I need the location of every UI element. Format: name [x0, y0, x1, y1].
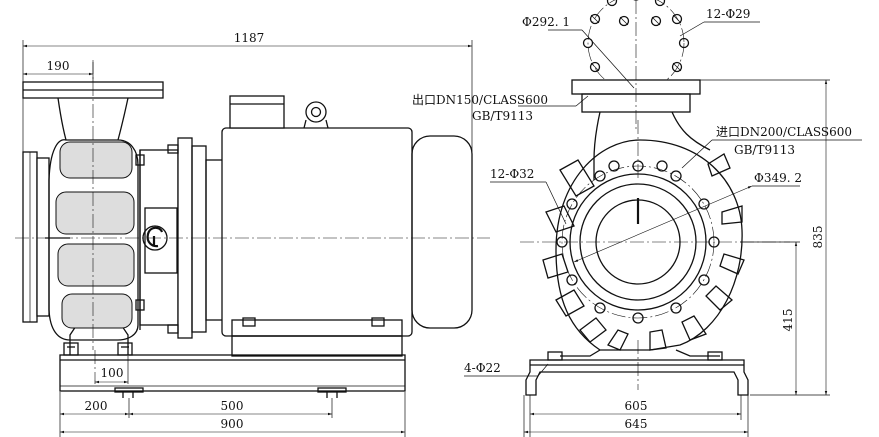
motor-side — [205, 95, 473, 357]
bearing-bracket — [135, 137, 207, 339]
base-front — [525, 340, 749, 396]
inlet-bolt-circle-label: Φ349. 2 — [754, 171, 802, 185]
outlet-spec-line1: 出口DN150/CLASS600 — [412, 93, 548, 107]
front-view: Φ292. 1 12-Φ29 出口DN150/CLASS600 GB/T9113… — [412, 0, 862, 437]
dim-foot-offset: 100 — [101, 366, 124, 380]
dim-base-width: 645 — [625, 417, 648, 431]
inlet-holes-label: 12-Φ32 — [490, 167, 534, 181]
dim-bolt-spacing: 500 — [221, 399, 244, 413]
volute-casing-side — [45, 139, 141, 341]
dim-base-length: 900 — [221, 417, 244, 431]
pump-logo-icon — [146, 226, 164, 248]
anchor-holes-label: 4-Φ22 — [464, 361, 501, 375]
dim-total-height: 835 — [811, 226, 825, 249]
dim-overall-length: 1187 — [234, 31, 265, 45]
side-view: 1187 190 100 200 500 900 — [15, 31, 490, 437]
dim-base-offset: 200 — [85, 399, 108, 413]
outlet-spec-line2: GB/T9113 — [472, 109, 533, 123]
outlet-bolt-circle-label: Φ292. 1 — [522, 15, 570, 29]
inlet-spec-line1: 进口DN200/CLASS600 — [716, 125, 852, 139]
dim-foot-hole-spacing: 605 — [625, 399, 648, 413]
outlet-holes-label: 12-Φ29 — [706, 7, 750, 21]
outlet-flange-front — [571, 0, 701, 130]
outlet-bolt-pattern — [582, 0, 690, 92]
inlet-flange-side — [22, 151, 50, 323]
dim-shaft-height: 415 — [781, 309, 795, 332]
dim-outlet-offset: 190 — [47, 59, 70, 73]
volute-casing-front — [555, 111, 743, 351]
inlet-spec-line2: GB/T9113 — [734, 143, 795, 157]
